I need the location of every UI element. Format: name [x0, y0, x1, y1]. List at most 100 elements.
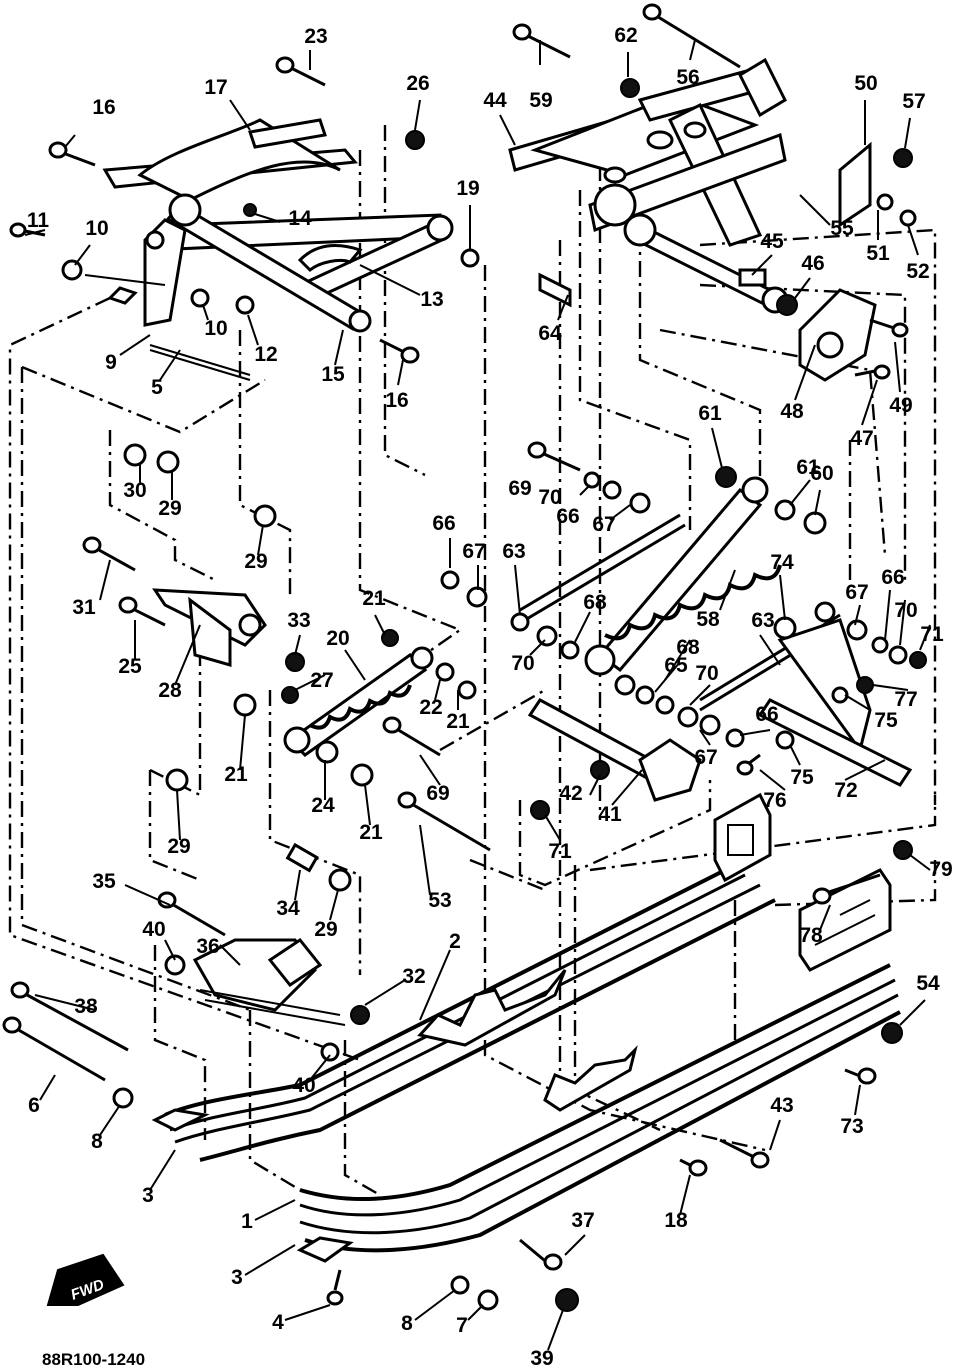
callout-c34: 34 — [276, 897, 300, 920]
callout-c40b: 40 — [292, 1074, 315, 1097]
callout-c8b: 8 — [401, 1312, 413, 1335]
callout-c35: 35 — [92, 870, 116, 893]
callout-c21a: 21 — [362, 587, 386, 610]
callout-c75b: 75 — [790, 766, 814, 789]
forward-direction-arrow: FWD — [46, 1253, 125, 1306]
callout-c67d: 67 — [694, 746, 717, 769]
callout-c4: 4 — [272, 1311, 284, 1334]
callout-c10a: 10 — [85, 217, 108, 240]
callout-c3a: 3 — [142, 1184, 154, 1207]
callout-c32: 32 — [402, 965, 425, 988]
callout-c63a: 63 — [502, 540, 525, 563]
callout-c61b: 61 — [796, 456, 820, 479]
leader-lines — [24, 39, 931, 1351]
callout-c29b: 29 — [244, 550, 267, 573]
callout-c31: 31 — [72, 596, 96, 619]
callout-c6: 6 — [28, 1094, 40, 1117]
callout-c46: 46 — [801, 252, 824, 275]
callout-c17: 17 — [204, 76, 227, 99]
callout-c14: 14 — [288, 207, 312, 230]
callout-c68a: 68 — [583, 591, 607, 614]
callout-c66c: 66 — [881, 566, 904, 589]
callout-c44: 44 — [483, 89, 507, 112]
callout-c27: 27 — [310, 669, 333, 692]
callout-c50: 50 — [854, 72, 877, 95]
callout-c75a: 75 — [874, 709, 898, 732]
callout-c9: 9 — [105, 351, 117, 374]
callout-c30: 30 — [123, 479, 146, 502]
callout-c70a: 70 — [538, 486, 561, 509]
nuts-and-washers — [61, 78, 927, 1312]
callout-c71b: 71 — [548, 840, 572, 863]
callout-c15: 15 — [321, 363, 345, 386]
callout-c63b: 63 — [751, 609, 774, 632]
callout-c77: 77 — [894, 688, 917, 711]
callout-c39: 39 — [530, 1347, 553, 1370]
callout-c40a: 40 — [142, 918, 165, 941]
callout-c54: 54 — [916, 972, 940, 995]
callout-c42: 42 — [559, 782, 582, 805]
callout-c26: 26 — [406, 72, 429, 95]
callout-c69a: 69 — [508, 477, 531, 500]
callout-c71a: 71 — [920, 623, 944, 646]
callout-c21d: 21 — [359, 821, 383, 844]
callout-c67a: 67 — [462, 540, 485, 563]
callout-c58: 58 — [696, 608, 720, 631]
callout-c66a: 66 — [432, 512, 455, 535]
callout-c70c: 70 — [695, 662, 718, 685]
callout-c7: 7 — [456, 1314, 468, 1337]
callout-c12: 12 — [254, 343, 277, 366]
diagram-code: 88R100-1240 — [42, 1350, 145, 1369]
callout-c48: 48 — [780, 400, 804, 423]
callout-c66d: 66 — [755, 703, 778, 726]
callout-c52: 52 — [906, 260, 929, 283]
callout-c55: 55 — [830, 217, 854, 240]
callout-c62: 62 — [614, 24, 637, 47]
callout-c70b: 70 — [511, 652, 534, 675]
callout-c22: 22 — [419, 696, 442, 719]
callout-c72: 72 — [834, 779, 857, 802]
bolts — [2, 3, 909, 1306]
callout-c19: 19 — [456, 177, 479, 200]
callout-c45: 45 — [760, 230, 784, 253]
callout-c61a: 61 — [698, 402, 722, 425]
callout-c16b: 16 — [385, 389, 408, 412]
callout-c25: 25 — [118, 655, 142, 678]
callout-c73: 73 — [840, 1115, 863, 1138]
callout-c69b: 69 — [426, 782, 449, 805]
callout-c53: 53 — [428, 889, 451, 912]
callout-c18: 18 — [664, 1209, 688, 1232]
callout-c21b: 21 — [446, 710, 470, 733]
callout-c13: 13 — [420, 288, 443, 311]
callout-c67c: 67 — [845, 581, 868, 604]
callout-c36: 36 — [196, 935, 219, 958]
callout-c5: 5 — [151, 376, 163, 399]
callout-c29a: 29 — [158, 497, 181, 520]
callout-c59: 59 — [529, 89, 552, 112]
callout-c70d: 70 — [894, 599, 917, 622]
callout-c79: 79 — [929, 858, 952, 881]
callout-c16a: 16 — [92, 96, 115, 119]
callout-c43: 43 — [770, 1094, 793, 1117]
callout-c41: 41 — [598, 803, 622, 826]
front-suspension-arms — [102, 57, 877, 382]
callout-c56: 56 — [676, 66, 699, 89]
callout-c21c: 21 — [224, 763, 248, 786]
callout-c8a: 8 — [91, 1130, 103, 1153]
callout-c29d: 29 — [314, 918, 337, 941]
callout-c29c: 29 — [167, 835, 190, 858]
callout-c66b: 66 — [556, 505, 579, 528]
callout-c68b: 68 — [676, 636, 700, 659]
callout-c37: 37 — [571, 1209, 594, 1232]
callout-c11: 11 — [27, 209, 50, 232]
callout-c57: 57 — [902, 90, 925, 113]
callout-c65: 65 — [664, 654, 688, 677]
callout-c3b: 3 — [231, 1266, 243, 1289]
front-shock-assembly — [152, 588, 434, 1026]
callout-c64: 64 — [538, 322, 562, 345]
callout-c78: 78 — [799, 924, 823, 947]
callout-c23: 23 — [304, 25, 327, 48]
part-number-callouts: 1233456788910101112131415161617181920212… — [27, 24, 953, 1370]
callout-c49: 49 — [889, 394, 912, 417]
